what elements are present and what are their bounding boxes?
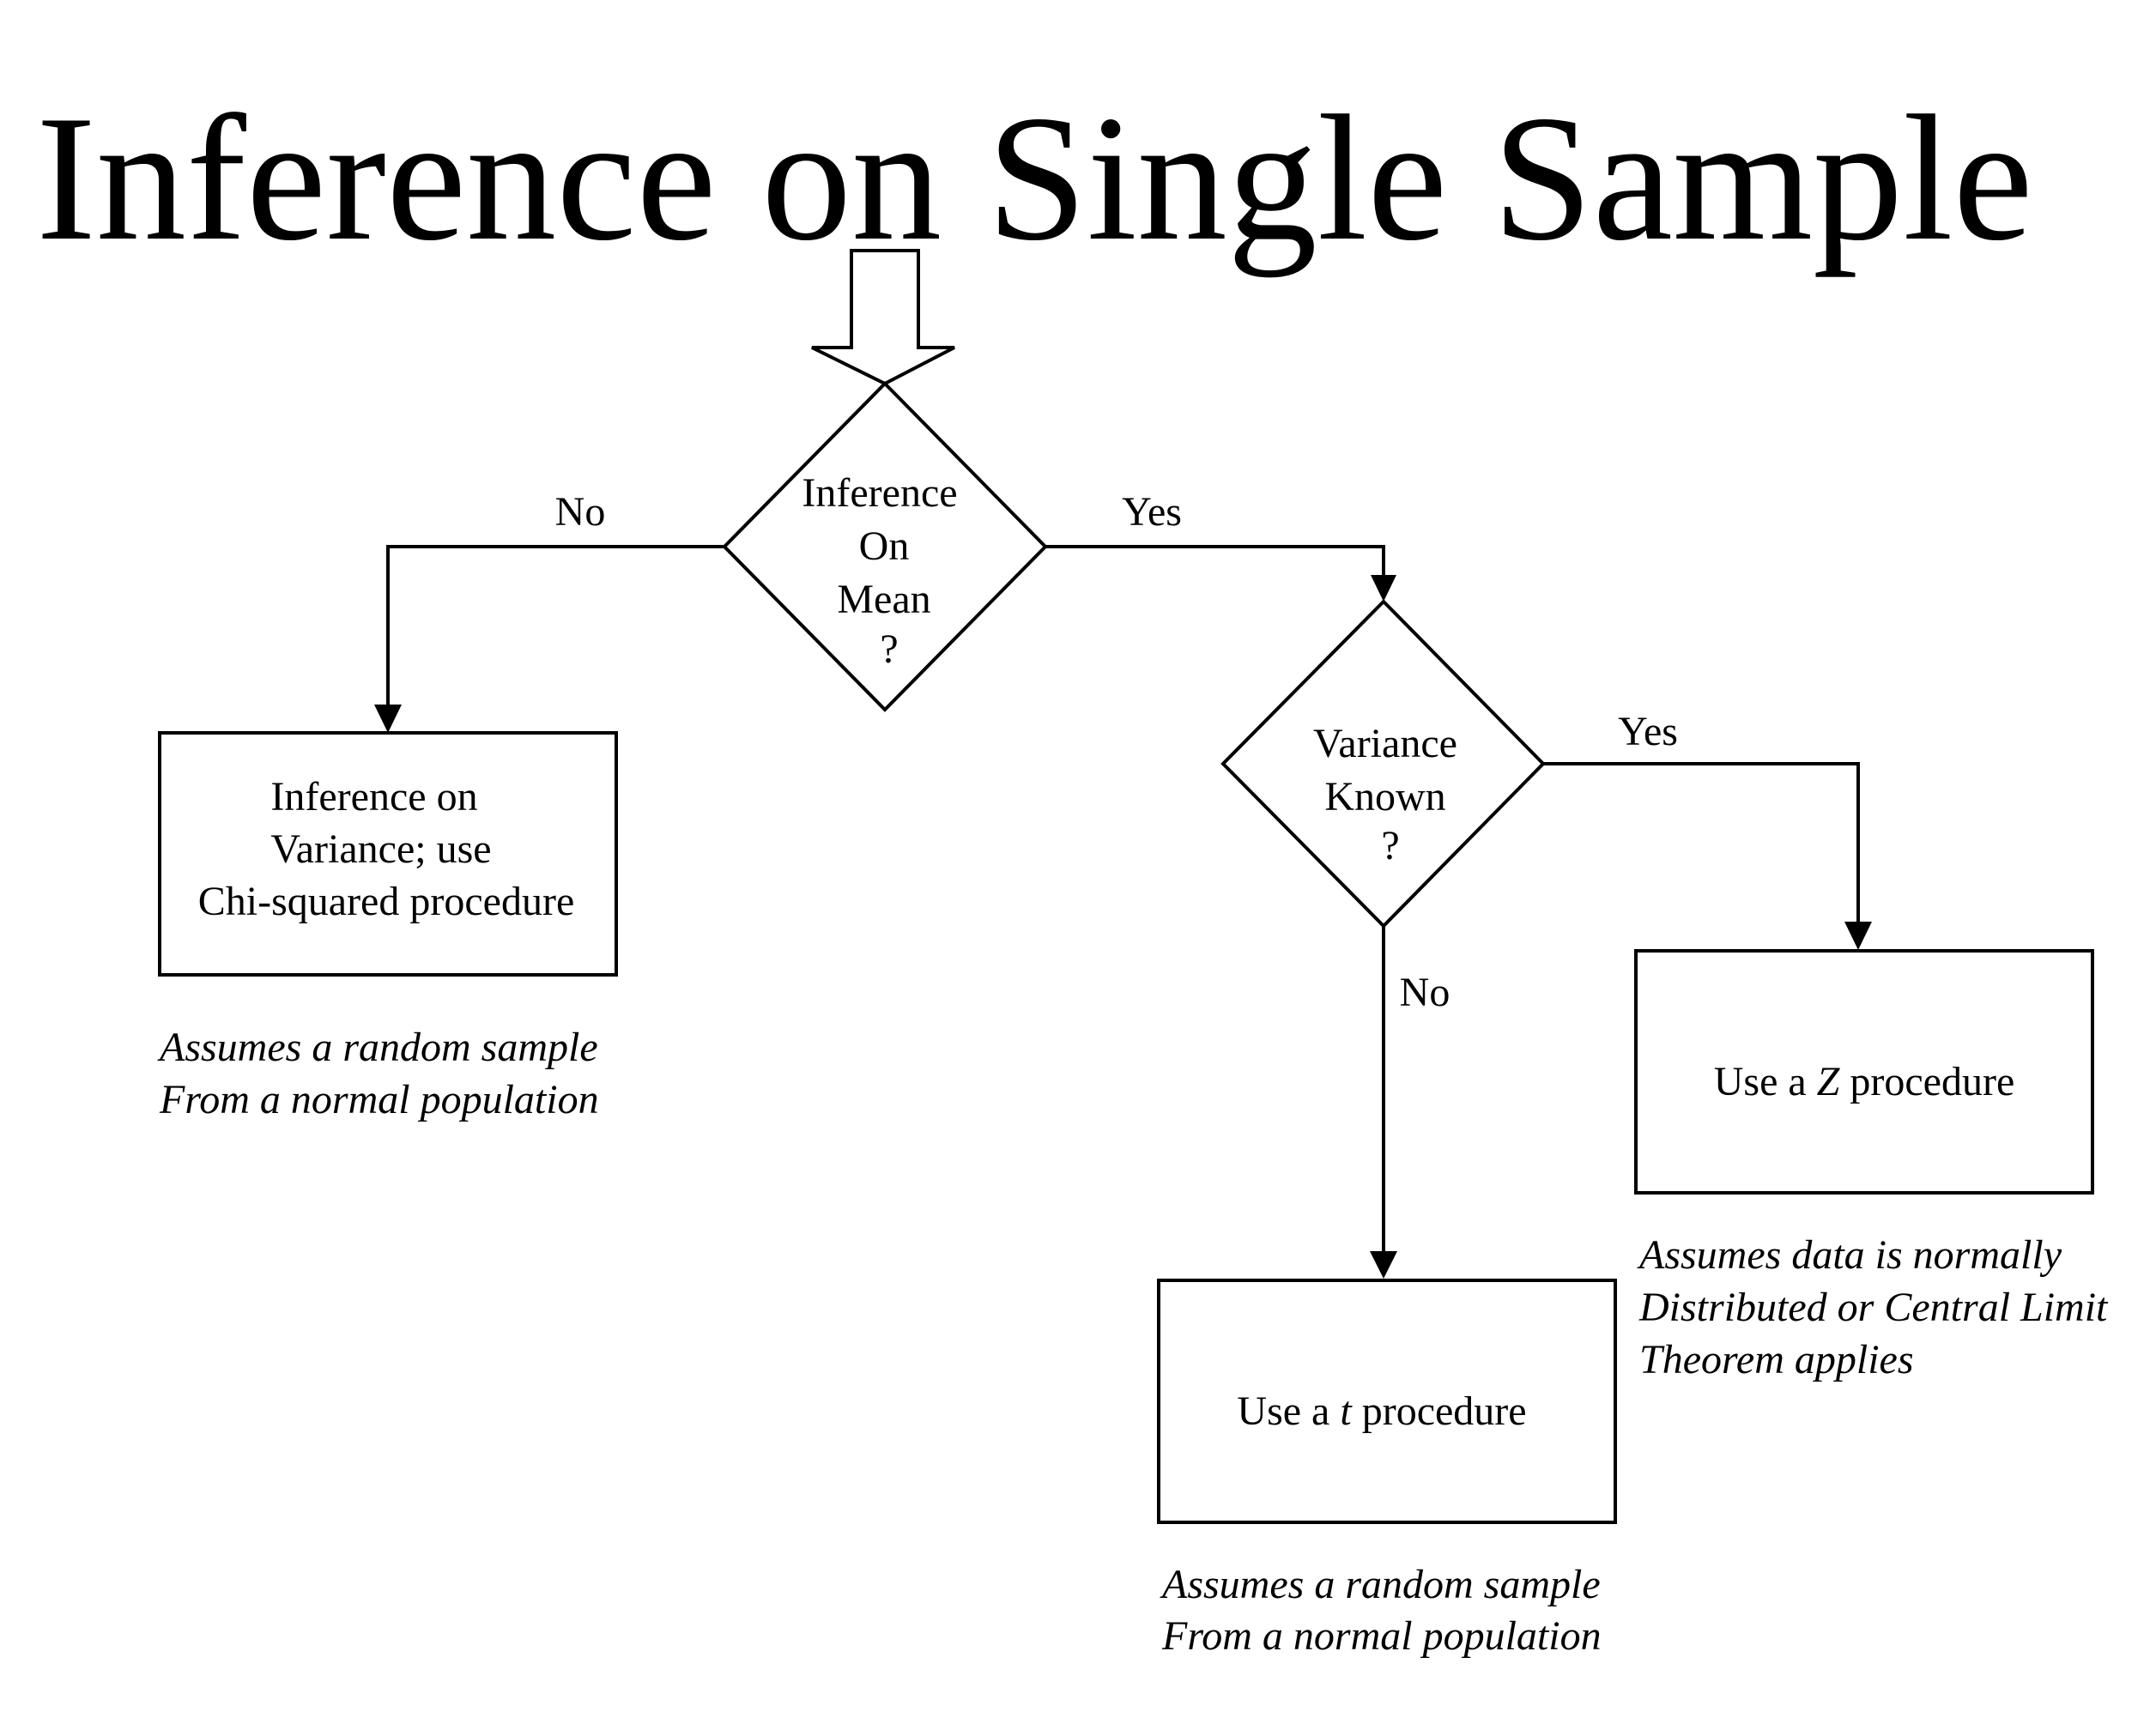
outcome-t-procedure-prefix: Use a xyxy=(1237,1388,1340,1434)
outcome-z-procedure-suffix: procedure xyxy=(1839,1059,2014,1104)
connector-mean-no xyxy=(386,545,724,709)
connector-variance-yes xyxy=(1543,762,1860,927)
assumption-note-chi-squared: Assumes a random sample From a normal po… xyxy=(157,1025,609,1122)
connector-mean-yes xyxy=(1045,545,1385,578)
decision-inference-on-mean-line-4: ? xyxy=(880,626,898,672)
entry-arrow-icon xyxy=(811,249,955,386)
assumption-z-procedure-line-3: Theorem applies xyxy=(1639,1337,1914,1382)
outcome-z-procedure-label: Use a Z procedure xyxy=(1714,1059,2015,1104)
decision-inference-on-mean-label: Inference On Mean ? xyxy=(802,470,967,672)
arrowhead-variance-yes-icon xyxy=(1844,922,1872,950)
decision-inference-on-mean-line-3: Mean xyxy=(837,577,930,622)
outcome-t-procedure-box xyxy=(1157,1279,1617,1524)
outcome-chi-squared-line-1: Inference on xyxy=(270,774,477,820)
decision-inference-on-mean xyxy=(722,381,1048,712)
outcome-z-procedure-box xyxy=(1634,949,2094,1195)
decision-inference-on-mean-line-1: Inference xyxy=(802,470,957,516)
assumption-z-procedure-line-2: Distributed or Central Limit xyxy=(1638,1285,2109,1330)
decision-inference-on-mean-line-2: On xyxy=(859,523,910,569)
outcome-t-procedure-symbol: t xyxy=(1340,1388,1353,1434)
arrowhead-mean-no-icon xyxy=(374,705,402,733)
edge-label-variance-no: No xyxy=(1400,970,1450,1015)
outcome-z-procedure-symbol: Z xyxy=(1817,1059,1841,1104)
assumption-z-procedure-line-1: Assumes data is normally xyxy=(1637,1232,2062,1278)
decision-variance-known-line-1: Variance xyxy=(1313,721,1457,766)
decision-variance-known-line-2: Known xyxy=(1324,774,1445,820)
assumption-t-procedure-line-2: From a normal population xyxy=(1161,1613,1602,1659)
outcome-t-procedure-suffix: procedure xyxy=(1352,1388,1527,1434)
decision-variance-known-label: Variance Known ? xyxy=(1313,721,1468,868)
assumption-note-z-procedure: Assumes data is normally Distributed or … xyxy=(1637,1232,2117,1382)
outcome-chi-squared-box xyxy=(158,731,618,977)
assumption-chi-squared-line-1: Assumes a random sample xyxy=(157,1025,598,1070)
arrowhead-variance-no-icon xyxy=(1370,1251,1397,1279)
decision-variance-known-line-3: ? xyxy=(1381,823,1399,868)
outcome-chi-squared-line-2: Variance; use xyxy=(270,826,491,872)
edge-label-variance-yes: Yes xyxy=(1618,709,1678,754)
outcome-chi-squared-label: Inference on Variance; use Chi-squared p… xyxy=(198,774,575,924)
outcome-chi-squared-line-3: Chi-squared procedure xyxy=(198,879,575,924)
edge-label-mean-yes: Yes xyxy=(1122,489,1182,535)
page-title: Inference on Single Sample xyxy=(36,79,2033,278)
outcome-z-procedure-prefix: Use a xyxy=(1714,1059,1817,1104)
assumption-note-t-procedure: Assumes a random sample From a normal po… xyxy=(1160,1562,1611,1659)
assumption-chi-squared-line-2: From a normal population xyxy=(159,1077,599,1122)
assumption-t-procedure-line-1: Assumes a random sample xyxy=(1160,1562,1601,1607)
edge-label-mean-no: No xyxy=(555,489,606,535)
outcome-t-procedure-label: Use a t procedure xyxy=(1237,1388,1526,1434)
arrowhead-mean-yes-icon xyxy=(1371,575,1396,602)
